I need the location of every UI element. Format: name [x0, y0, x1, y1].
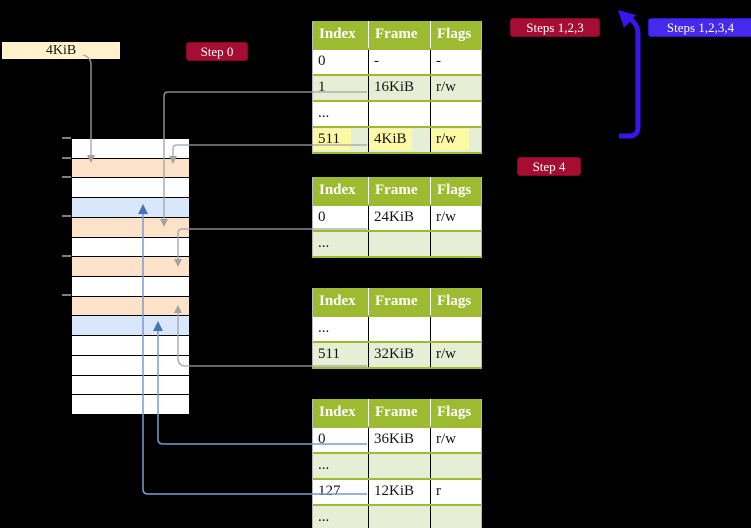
memory-frame-row — [72, 295, 189, 316]
table-cell: ... — [318, 509, 330, 525]
table-cell: 32KiB — [368, 343, 430, 367]
table-cell: ... — [318, 105, 330, 121]
table-cell — [368, 102, 430, 126]
table-cell — [368, 454, 430, 478]
badge-steps-1-2-3-4: Steps 1,2,3,4 — [648, 18, 751, 37]
table-cell: r/w — [430, 76, 479, 100]
table-row: ... — [313, 452, 481, 478]
memory-frame-row — [72, 197, 189, 217]
table-cell: ... — [318, 457, 330, 473]
column-header-index: Index — [319, 182, 356, 198]
column-header-index: Index — [319, 293, 356, 309]
table-cell: 0 — [318, 209, 326, 225]
table-cell — [430, 317, 479, 341]
column-header-index: Index — [319, 404, 356, 420]
frame-size-label: 4KiB — [2, 42, 120, 59]
table-cell: 0 — [318, 431, 326, 447]
table-cell: 12KiB — [368, 480, 430, 504]
badge-steps-1-2-3: Steps 1,2,3 — [510, 18, 600, 37]
table-cell: 24KiB — [368, 206, 430, 230]
column-header-flags: Flags — [430, 21, 479, 48]
table-cell: r/w — [430, 428, 479, 452]
table-cell: 4KiB — [368, 128, 430, 152]
memory-tick — [62, 255, 71, 257]
memory-frame-row — [72, 374, 189, 395]
column-header-frame: Frame — [368, 399, 430, 426]
memory-frame-row — [72, 216, 189, 237]
memory-tick — [62, 215, 71, 217]
table-cell — [430, 454, 479, 478]
table-row: ... — [313, 230, 481, 256]
badge-step-0: Step 0 — [186, 42, 248, 61]
memory-tick — [62, 137, 71, 139]
arrowhead-upleft-icon — [618, 10, 636, 28]
table-cell — [368, 232, 430, 256]
memory-tick — [62, 157, 71, 159]
highlighted-value: 4KiB — [369, 129, 412, 150]
memory-frame-row — [72, 236, 189, 257]
column-header-flags: Flags — [430, 177, 479, 204]
table-row: ... — [313, 100, 481, 126]
table-cell — [430, 102, 479, 126]
table-cell: 0 — [318, 53, 326, 69]
highlighted-value: 511 — [313, 129, 351, 150]
memory-frame-row — [72, 335, 189, 355]
badge-step-4: Step 4 — [517, 157, 581, 176]
table-cell — [368, 506, 430, 528]
memory-frame-row — [72, 139, 189, 158]
table-row: 511 4KiB r/w — [313, 126, 481, 152]
highlighted-value: r/w — [431, 129, 469, 150]
table-cell: - — [368, 50, 430, 74]
memory-frame-row — [72, 177, 189, 198]
table-row: ... — [313, 315, 481, 341]
table-cell — [430, 506, 479, 528]
column-header-index: Index — [319, 26, 356, 42]
table-cell: r/w — [430, 206, 479, 230]
table-cell: ... — [318, 320, 330, 336]
memory-frame-row — [72, 276, 189, 296]
table-cell: ... — [318, 235, 330, 251]
table-cell: r/w — [430, 343, 479, 367]
table-cell — [430, 232, 479, 256]
memory-tick — [62, 176, 71, 178]
table-row: ... — [313, 504, 481, 528]
memory-strip — [71, 138, 190, 415]
table-cell — [368, 317, 430, 341]
memory-tick — [62, 294, 71, 296]
column-header-frame: Frame — [368, 288, 430, 315]
table-cell: r — [430, 480, 479, 504]
table-cell: 16KiB — [368, 76, 430, 100]
table-cell: 1 — [318, 79, 326, 95]
column-header-frame: Frame — [368, 21, 430, 48]
table-cell: r/w — [430, 128, 479, 152]
table-cell: 127 — [318, 483, 341, 499]
steps-loop-arrow — [619, 16, 641, 139]
table-cell: 36KiB — [368, 428, 430, 452]
memory-frame-row — [72, 256, 189, 277]
column-header-frame: Frame — [368, 177, 430, 204]
memory-frame-row — [72, 394, 189, 415]
column-header-flags: Flags — [430, 399, 479, 426]
table-cell: 511 — [313, 128, 368, 152]
memory-frame-row — [72, 157, 189, 178]
memory-frame-row — [72, 354, 189, 375]
table-cell: 511 — [318, 346, 340, 362]
table-row: 0 -- — [313, 48, 481, 74]
memory-frame-row — [72, 315, 189, 336]
column-header-flags: Flags — [430, 288, 479, 315]
table-cell: - — [430, 50, 479, 74]
